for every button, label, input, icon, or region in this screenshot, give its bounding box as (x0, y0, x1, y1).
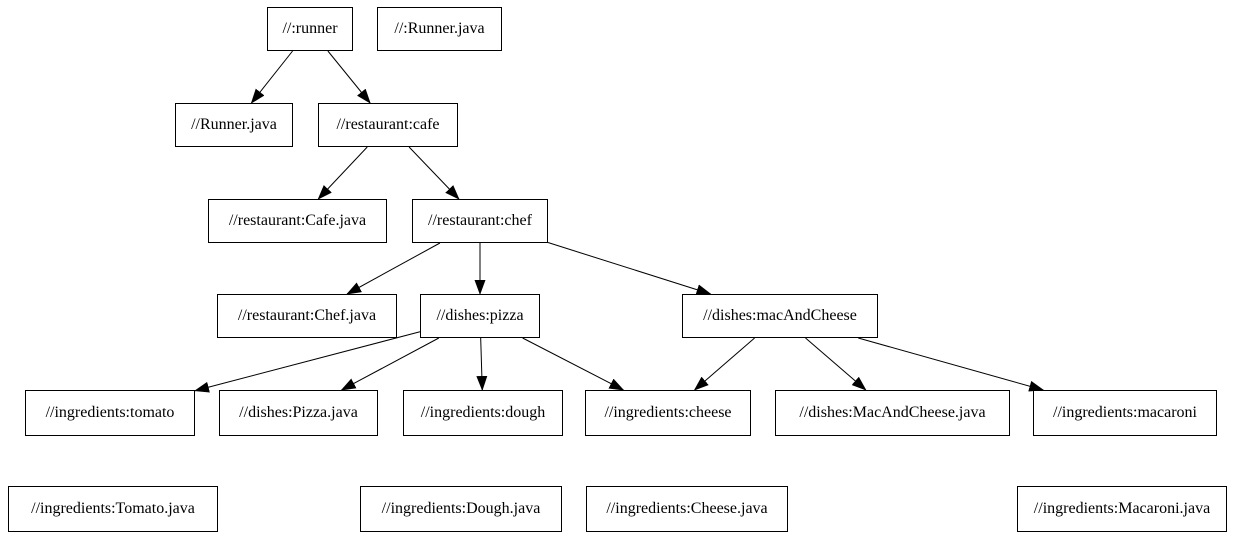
edge-pizza-pizza-java (340, 337, 440, 391)
graph-node-dough: //ingredients:dough (403, 390, 563, 436)
edge-pizza-dough (476, 337, 488, 391)
edge-chef-chef-java (346, 242, 441, 295)
graph-node-macandcheese-java: //dishes:MacAndCheese.java (775, 390, 1010, 436)
edge-cafe-cafe-java (317, 146, 368, 200)
graph-node-chef-java: //restaurant:Chef.java (217, 294, 397, 338)
edge-runner-runner-java (250, 50, 293, 104)
graph-node-cafe: //restaurant:cafe (318, 103, 458, 147)
edge-chef-macandcheese (547, 242, 712, 296)
graph-node-macaroni-java: //ingredients:Macaroni.java (1017, 486, 1227, 532)
graph-node-tomato: //ingredients:tomato (25, 390, 195, 436)
edge-pizza-cheese (522, 337, 625, 391)
edge-macandcheese-macaroni (858, 337, 1045, 392)
graph-node-runner: //:runner (267, 7, 353, 51)
edge-runner-cafe (327, 50, 371, 104)
graph-node-cheese: //ingredients:cheese (585, 390, 751, 436)
edge-macandcheese-cheese (693, 337, 755, 391)
graph-node-macaroni: //ingredients:macaroni (1033, 390, 1217, 436)
edge-pizza-tomato (194, 331, 421, 393)
graph-node-cheese-java: //ingredients:Cheese.java (586, 486, 788, 532)
graph-node-runner-java-file: //:Runner.java (377, 7, 502, 51)
graph-node-pizza-java: //dishes:Pizza.java (219, 390, 378, 436)
graph-node-pizza: //dishes:pizza (420, 294, 540, 338)
graph-node-chef: //restaurant:chef (412, 199, 548, 243)
edge-macandcheese-macandcheese-java (805, 337, 867, 391)
graph-node-runner-java: //Runner.java (175, 103, 293, 147)
graph-node-cafe-java: //restaurant:Cafe.java (208, 199, 387, 243)
graph-node-tomato-java: //ingredients:Tomato.java (8, 486, 218, 532)
edge-cafe-chef (408, 146, 460, 200)
graph-node-dough-java: //ingredients:Dough.java (360, 486, 562, 532)
graph-node-macandcheese: //dishes:macAndCheese (682, 294, 878, 338)
